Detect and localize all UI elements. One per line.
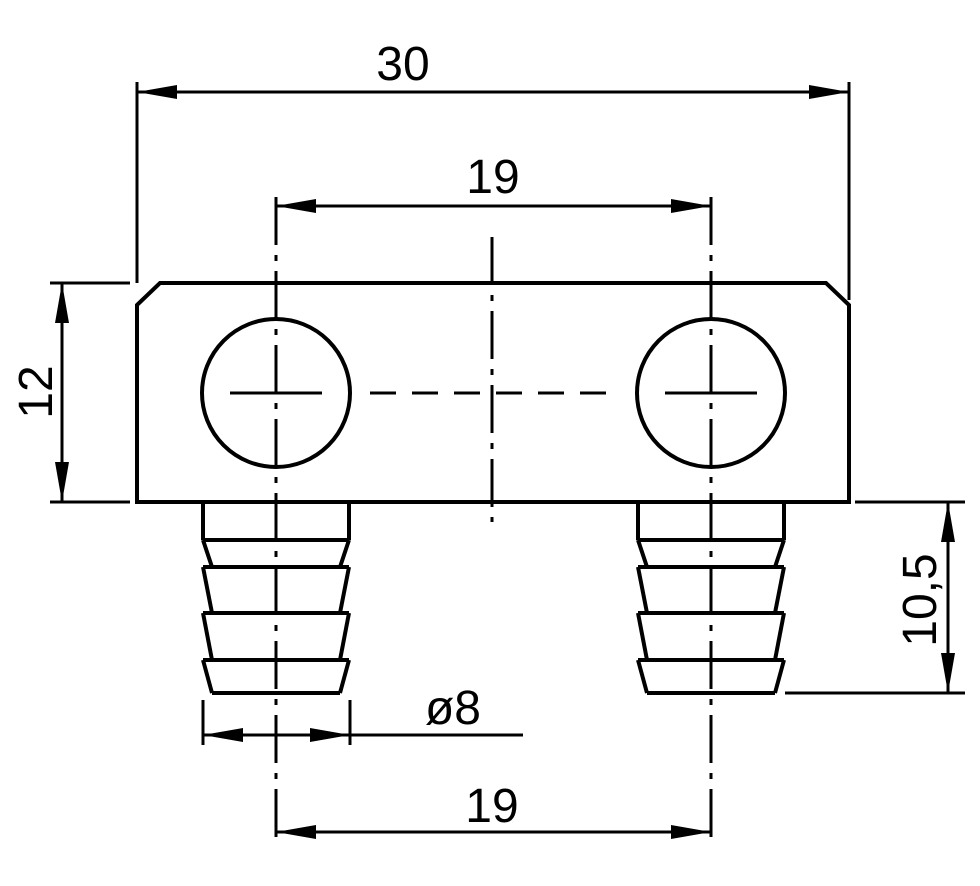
right-hose-barb [636,502,786,695]
dimension-hole-spacing: 19 [276,151,711,213]
dim-text-d8: ø8 [425,682,481,735]
plate-outline [135,281,851,504]
dimension-barb-length: 10,5 [785,500,965,695]
dimension-barb-spacing: 19 [276,780,711,839]
dimension-overall-width: 30 [135,38,851,300]
dim-text-30: 30 [376,38,429,91]
dimension-height: 12 [10,281,130,504]
dim-text-19-top: 19 [466,151,519,204]
left-hose-barb [201,502,351,695]
dim-text-10-5: 10,5 [894,553,947,646]
dim-text-19-bottom: 19 [465,780,518,833]
dim-text-12: 12 [10,365,63,418]
dimension-barb-diameter: ø8 [201,682,523,745]
